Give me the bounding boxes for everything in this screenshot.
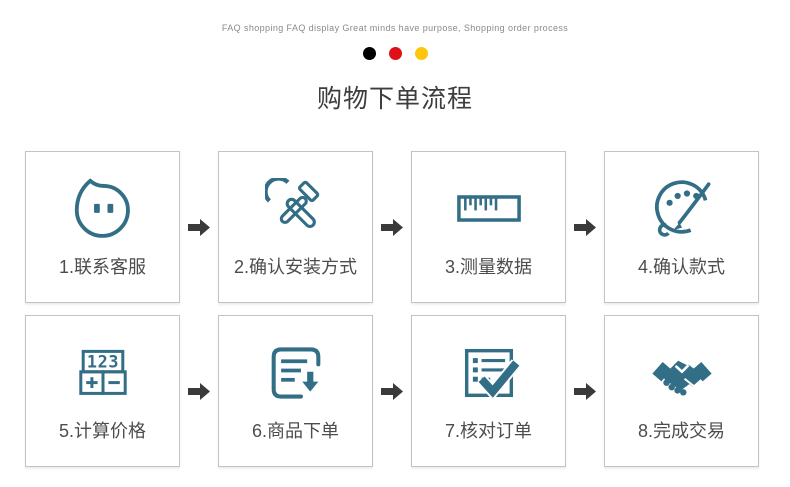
step-label: 5.计算价格	[58, 420, 146, 441]
red-dot-icon	[388, 47, 402, 60]
step-label: 2.确认安装方式	[233, 256, 357, 277]
calculator-icon: 123	[73, 340, 133, 406]
step-box-7: 7.核对订单	[411, 315, 566, 467]
tagline: FAQ shopping FAQ display Great minds hav…	[221, 23, 569, 33]
arrow-right-icon	[180, 151, 218, 303]
arrow-right-icon	[566, 315, 604, 467]
process-row-1: 1.联系客服 2.确认安装方式	[25, 151, 765, 303]
step-box-3: 3.测量数据	[411, 151, 566, 303]
arrow-right-icon	[373, 151, 411, 303]
palette-icon	[650, 176, 714, 242]
step-box-5: 123 5.计算价格	[25, 315, 180, 467]
step-label: 1.联系客服	[58, 256, 146, 277]
step-label: 3.测量数据	[444, 256, 532, 277]
process-row-2: 123 5.计算价格	[25, 315, 765, 467]
arrow-right-icon	[373, 315, 411, 467]
chat-bubble-icon	[71, 176, 135, 242]
arrow-right-icon	[566, 151, 604, 303]
process-grid: 1.联系客服 2.确认安装方式	[25, 151, 765, 479]
svg-text:123: 123	[86, 351, 118, 371]
step-box-2: 2.确认安装方式	[218, 151, 373, 303]
arrow-right-icon	[180, 315, 218, 467]
step-box-6: 6.商品下单	[218, 315, 373, 467]
yellow-dot-icon	[414, 47, 428, 60]
order-check-icon	[457, 340, 521, 406]
wrench-hammer-icon	[264, 176, 327, 242]
handshake-icon	[649, 340, 715, 406]
ruler-icon	[456, 176, 521, 242]
step-box-1: 1.联系客服	[25, 151, 180, 303]
step-label: 7.核对订单	[444, 420, 532, 441]
page-title: 购物下单流程	[316, 85, 473, 113]
order-download-icon	[265, 340, 327, 406]
step-label: 4.确认款式	[637, 256, 725, 277]
step-box-8: 8.完成交易	[604, 315, 759, 467]
brand-dots	[0, 47, 790, 60]
black-dot-icon	[362, 47, 376, 60]
step-label: 6.商品下单	[251, 420, 339, 441]
step-label: 8.完成交易	[637, 420, 725, 441]
step-box-4: 4.确认款式	[604, 151, 759, 303]
